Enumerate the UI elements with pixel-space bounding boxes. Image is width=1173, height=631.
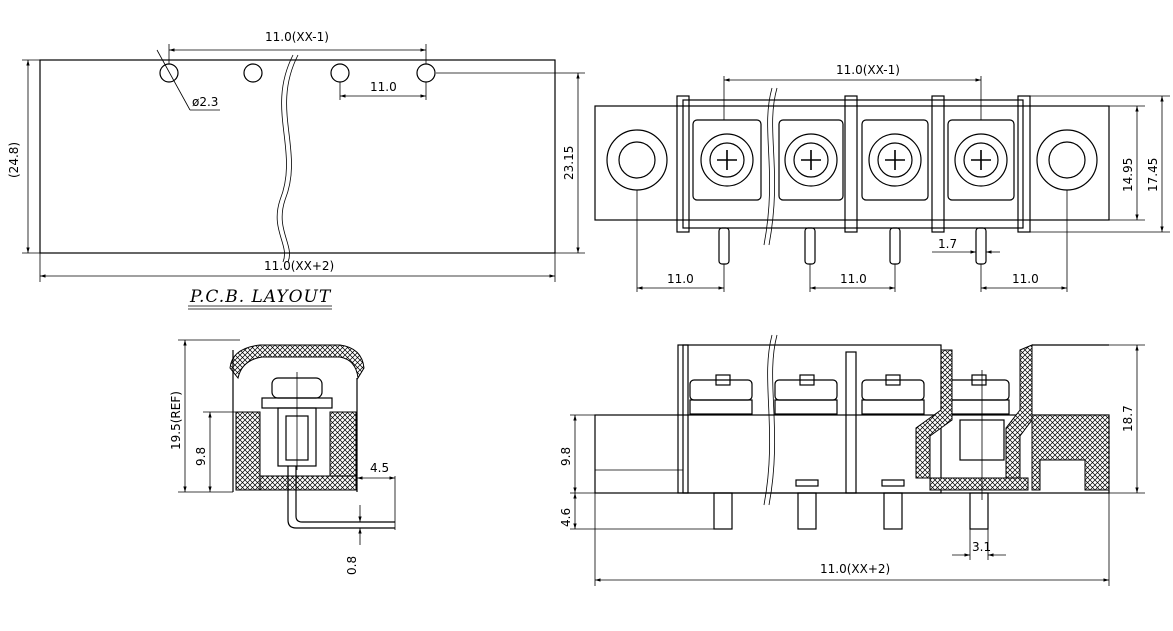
section-view: 9.8 4.6 18.7 3.1 11.0(XX+2) xyxy=(559,334,1145,586)
section-body-height-label: 9.8 xyxy=(559,447,573,466)
pcb-outline xyxy=(39,59,556,254)
side-pin xyxy=(287,466,395,529)
pcb-layout-title: P.C.B. LAYOUT xyxy=(189,287,332,307)
front-base xyxy=(594,105,1110,221)
front-height-b-label: 17.45 xyxy=(1146,158,1160,192)
pcb-width-label: 11.0(XX+2) xyxy=(264,259,334,273)
pcb-hole xyxy=(243,63,263,83)
section-pins xyxy=(713,479,989,530)
front-body xyxy=(682,99,1024,229)
front-pin-width-label: 1.7 xyxy=(938,237,957,251)
front-terminals xyxy=(692,119,1015,201)
side-pin-thickness-label: 0.8 xyxy=(345,556,359,575)
section-total-height-label: 18.7 xyxy=(1121,405,1135,432)
pcb-pitch-label: 11.0 xyxy=(370,80,397,94)
pcb-height-label: 23.15 xyxy=(562,146,576,180)
mount-hole-left xyxy=(606,129,668,191)
front-pitch-total-label: 11.0(XX-1) xyxy=(836,63,900,77)
pcb-layout-view: 11.0(XX-1) 11.0 ø2.3 (24.8) 23.15 11.0(X… xyxy=(7,30,585,310)
pcb-break-line xyxy=(276,54,294,263)
front-height-a-label: 14.95 xyxy=(1121,158,1135,192)
pcb-hole-dia-label: ø2.3 xyxy=(192,95,218,109)
side-view: 19.5(REF) 9.8 4.5 0.8 xyxy=(169,339,396,575)
section-pin-length-label: 4.6 xyxy=(559,508,573,527)
section-pin-width-label: 3.1 xyxy=(972,540,991,554)
pcb-pitch-total-label: 11.0(XX-1) xyxy=(265,30,329,44)
front-mid-pitch-label: 11.0 xyxy=(840,272,867,286)
mount-hole-right xyxy=(1036,129,1098,191)
front-view: 11.0(XX-1) 14.95 17.45 1.7 11.0 11.0 11.… xyxy=(594,63,1170,292)
pcb-hole xyxy=(330,63,350,83)
pcb-hole xyxy=(159,63,179,83)
side-pin-offset-label: 4.5 xyxy=(370,461,389,475)
front-right-pitch-label: 11.0 xyxy=(1012,272,1039,286)
side-body-height-label: 9.8 xyxy=(194,447,208,466)
section-total-width-label: 11.0(XX+2) xyxy=(820,562,890,576)
section-terminals xyxy=(689,374,1010,415)
pcb-height-ref-label: (24.8) xyxy=(7,142,21,178)
pcb-hole xyxy=(416,63,436,83)
side-height-ref-label: 19.5(REF) xyxy=(169,391,183,450)
side-cover xyxy=(229,344,365,380)
front-left-pitch-label: 11.0 xyxy=(667,272,694,286)
